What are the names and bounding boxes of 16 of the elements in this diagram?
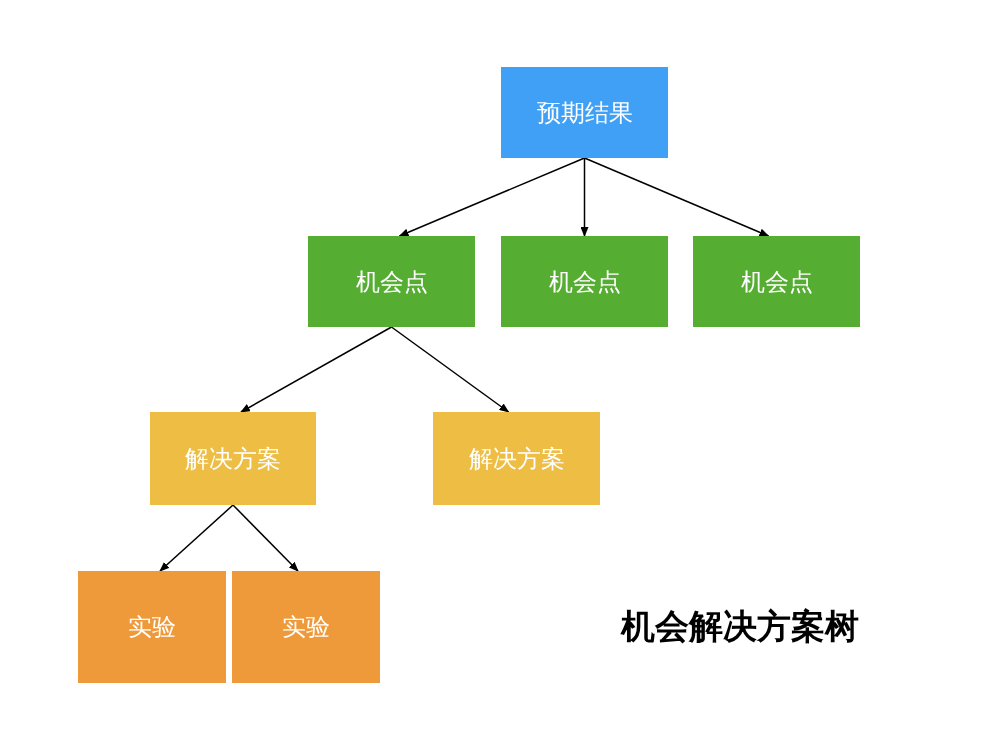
arrow bbox=[240, 326, 393, 413]
arrow bbox=[232, 504, 299, 572]
arrow bbox=[159, 504, 234, 572]
result-box: 预期结果 bbox=[501, 67, 668, 158]
opportunity-box: 机会点 bbox=[308, 236, 475, 327]
diagram-title: 机会解决方案树 bbox=[619, 605, 860, 648]
opportunity-box: 机会点 bbox=[501, 236, 668, 327]
experiment-box: 实验 bbox=[78, 571, 226, 683]
arrow bbox=[580, 157, 589, 237]
solution-box: 解决方案 bbox=[433, 412, 600, 505]
solution-box: 解决方案 bbox=[150, 412, 316, 505]
arrow bbox=[583, 157, 770, 237]
experiment-box: 实验 bbox=[232, 571, 380, 683]
arrow bbox=[398, 157, 586, 237]
arrow bbox=[390, 326, 510, 413]
opportunity-box: 机会点 bbox=[693, 236, 860, 327]
